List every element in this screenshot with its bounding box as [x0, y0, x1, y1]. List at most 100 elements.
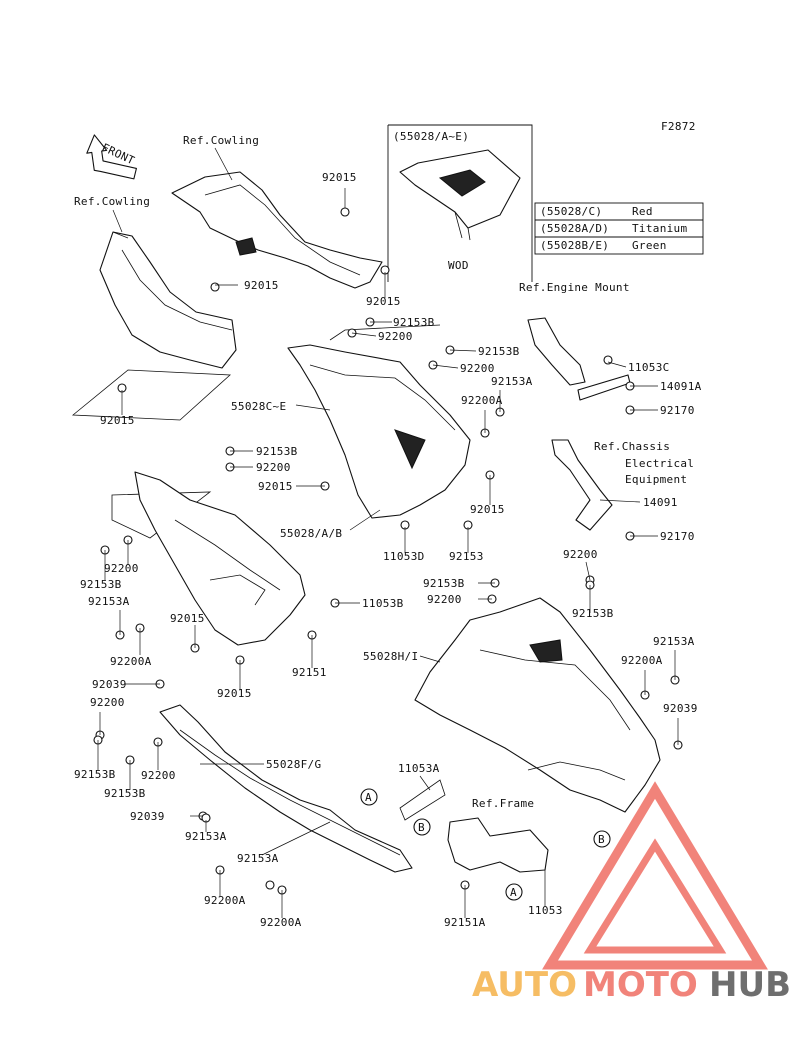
- watermark-part2: MOTO: [583, 965, 698, 1005]
- part-number-92153b-g: 92153B: [74, 768, 116, 781]
- part-number-92200-e: 92200: [104, 562, 139, 575]
- part-number-92039-a: 92039: [663, 702, 698, 715]
- ref-chassis-line1: Ref.Chassis: [594, 440, 670, 453]
- part-number-92153a-a: 92153A: [491, 375, 533, 388]
- part-number-55028c-e: 55028C~E: [231, 400, 286, 413]
- part-number-92200-g: 92200: [90, 696, 125, 709]
- fastener-bolt: [265, 880, 275, 890]
- part-number-92153a-b: 92153A: [88, 595, 130, 608]
- part-number-14091a: 14091A: [660, 380, 702, 393]
- part-number-11053c: 11053C: [628, 361, 670, 374]
- inset-title: (55028/A~E): [393, 130, 469, 143]
- ref-chassis-line2: Electrical: [625, 457, 694, 470]
- part-number-11053d: 11053D: [383, 550, 425, 563]
- part-number-92151: 92151: [292, 666, 327, 679]
- part-number-92153b-a: 92153B: [393, 316, 435, 329]
- leader-line: [607, 361, 627, 368]
- part-number-92200-d: 92200: [563, 548, 598, 561]
- leader-line: [419, 775, 431, 791]
- part-number-92153b-h: 92153B: [104, 787, 146, 800]
- part-number-92151a: 92151A: [444, 916, 486, 929]
- ref-frame: Ref.Frame: [472, 797, 534, 810]
- ref-cowling-upper: Ref.Cowling: [183, 134, 259, 147]
- leader-line: [419, 655, 441, 663]
- callout-b2: B: [593, 830, 611, 848]
- part-number-92200-f: 92200: [427, 593, 462, 606]
- watermark-logo: AUTO MOTO HUB: [472, 781, 791, 1005]
- lower-panel: [414, 597, 661, 813]
- leader-line: [295, 404, 331, 411]
- leader-line: [585, 561, 591, 581]
- leader-line: [599, 499, 641, 503]
- ref-chassis-line3: Equipment: [625, 473, 687, 486]
- ref-cowling-left: Ref.Cowling: [74, 195, 150, 208]
- part-number-92200a-c: 92200A: [621, 654, 663, 667]
- part-number-92015-lower: 92015: [170, 612, 205, 625]
- part-number-92170-a: 92170: [660, 404, 695, 417]
- part-number-92200-b: 92200: [460, 362, 495, 375]
- fastener-bolt: [210, 282, 220, 292]
- part-number-11053: 11053: [528, 904, 563, 917]
- part-number-92153b-c: 92153B: [256, 445, 298, 458]
- figure-code: F2872: [661, 120, 696, 133]
- color-table-code: (55028/C): [540, 205, 602, 218]
- leader-line: [349, 509, 381, 531]
- part-number-92200a-e: 92200A: [260, 916, 302, 929]
- fastener-bolt: [603, 355, 613, 365]
- part-number-11053a: 11053A: [398, 762, 440, 775]
- svg-text:B: B: [598, 833, 605, 846]
- leader-line: [449, 349, 477, 352]
- color-table-code: (55028B/E): [540, 239, 609, 252]
- color-table-color: Titanium: [632, 222, 687, 235]
- part-number-92015-top: 92015: [322, 171, 357, 184]
- part-number-92200a-a: 92200A: [461, 394, 503, 407]
- inner-panel: [134, 471, 306, 646]
- part-number-92015-mid2: 92015: [470, 503, 505, 516]
- part-number-92200a-d: 92200A: [204, 894, 246, 907]
- inset-note: WOD: [448, 259, 469, 272]
- part-number-92200a-b: 92200A: [110, 655, 152, 668]
- side-panel-upper: [287, 324, 471, 519]
- left-cowling-part: [99, 209, 237, 369]
- color-table-color: Red: [632, 205, 653, 218]
- part-number-55028h-i: 55028H/I: [363, 650, 418, 663]
- leader-line: [351, 332, 377, 337]
- part-number-55028f-g: 55028F/G: [266, 758, 321, 771]
- color-table-code: (55028A/D): [540, 222, 609, 235]
- part-number-92015-lower2: 92015: [217, 687, 252, 700]
- fastener-bolt: [340, 207, 350, 217]
- part-number-92039-c: 92039: [130, 810, 165, 823]
- part-number-14091: 14091: [643, 496, 678, 509]
- chassis-bracket: [551, 439, 613, 531]
- part-number-92153b-e: 92153B: [423, 577, 465, 590]
- upper-cowling-part: [171, 147, 383, 289]
- part-number-92153a-c: 92153A: [653, 635, 695, 648]
- frame-bracket: [399, 779, 549, 873]
- part-number-92015-mid: 92015: [258, 480, 293, 493]
- color-table: (55028/C) Red (55028A/D) Titanium (55028B/E)…: [534, 202, 704, 255]
- part-number-92015-left2: 92015: [100, 414, 135, 427]
- part-number-92015-left1: 92015: [244, 279, 279, 292]
- part-number-92153b-f: 92153B: [572, 607, 614, 620]
- part-number-92153a-d: 92153A: [185, 830, 227, 843]
- part-number-92200-a: 92200: [378, 330, 413, 343]
- part-number-11053b: 11053B: [362, 597, 404, 610]
- part-number-labels: 9201592015920159201592153B9220092153B922…: [74, 171, 702, 929]
- part-number-55028a-b: 55028/A/B: [280, 527, 342, 540]
- leader-line: [261, 821, 331, 856]
- callout-a2: A: [505, 883, 523, 901]
- leader-line: [432, 364, 459, 369]
- inset-box: (55028/A~E) WOD: [387, 124, 533, 282]
- callout-a1: A: [360, 788, 378, 806]
- part-number-92153: 92153: [449, 550, 484, 563]
- ref-engine-mount: Ref.Engine Mount: [519, 281, 630, 294]
- front-arrow: FRONT: [86, 134, 137, 180]
- watermark-part1: AUTO: [472, 965, 577, 1005]
- color-table-color: Green: [632, 239, 667, 252]
- part-number-92039-b: 92039: [92, 678, 127, 691]
- engine-mount-bracket: [527, 317, 631, 401]
- part-number-92153a-e: 92153A: [237, 852, 279, 865]
- watermark-part3: HUB: [709, 965, 791, 1005]
- svg-text:A: A: [510, 886, 517, 899]
